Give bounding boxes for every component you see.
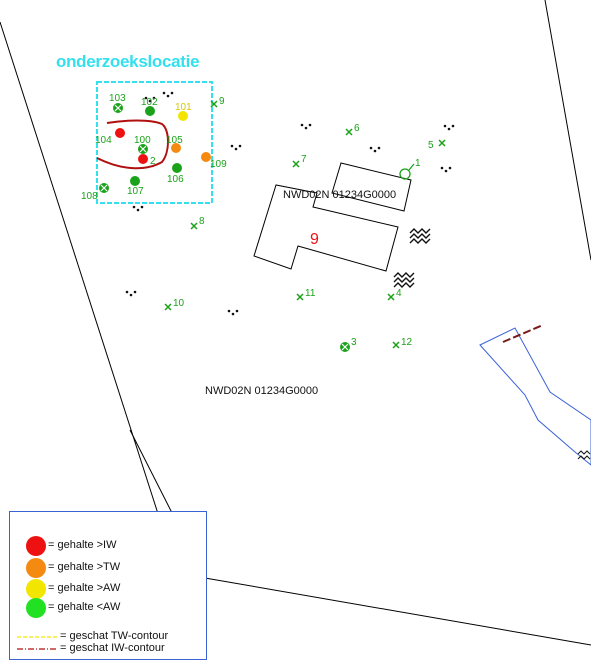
sample-cross-10 (164, 303, 172, 311)
sample-point-107 (130, 176, 140, 186)
point-label: 106 (167, 174, 184, 185)
ditch-line (502, 324, 544, 343)
point-label: 8 (199, 216, 205, 227)
sample-well-103 (113, 103, 123, 113)
point-label: 1 (415, 158, 421, 169)
point-label: 4 (396, 288, 402, 299)
sample-cross-7 (292, 160, 300, 168)
legend-line-red (17, 648, 58, 650)
legend-label: = gehalte <AW (48, 601, 121, 613)
house-number: 9 (310, 231, 319, 248)
point-label: 104 (95, 135, 112, 146)
point-label: 5 (428, 140, 434, 151)
building-annex (331, 162, 412, 212)
tree-symbols (125, 91, 455, 316)
sample-point-105 (171, 143, 181, 153)
legend-item-tw-contour: = geschat TW-contour (15, 630, 200, 643)
legend-line-yellow (17, 636, 58, 638)
point-labels: 103 102 101 9 104 100 105 2 109 106 107 … (81, 93, 434, 348)
sample-crosses (164, 100, 446, 349)
sample-point-104 (115, 128, 125, 138)
point-label: 10 (173, 298, 185, 309)
point-label: 6 (354, 123, 360, 134)
hatch-symbols (393, 228, 591, 460)
legend-label: = gehalte >TW (48, 561, 121, 573)
sample-well-100 (138, 144, 148, 154)
parcel-line-east (544, 0, 591, 261)
parcel-label: NWD02N 01234G0000 (205, 385, 318, 397)
sample-cross-9 (190, 222, 198, 230)
point-label: 101 (175, 102, 192, 113)
point-label: 108 (81, 191, 98, 202)
sample-point-2 (138, 154, 148, 164)
sample-point-106 (172, 163, 182, 173)
sample-cross-8 (210, 100, 218, 108)
point-label: 11 (305, 288, 316, 299)
sample-point-109 (201, 152, 211, 162)
sample-point-101 (178, 111, 188, 121)
sample-cross-11 (296, 293, 304, 301)
sample-wells (99, 103, 415, 352)
point-label: 2 (150, 156, 156, 167)
water-body (479, 327, 591, 466)
sample-well-1 (399, 163, 415, 180)
legend-label: = gehalte >AW (48, 582, 121, 594)
point-label: 102 (141, 97, 158, 108)
parcel-line-south (204, 577, 591, 646)
building-main (253, 184, 399, 272)
legend-dot-orange (26, 558, 46, 578)
point-label: 100 (134, 135, 151, 146)
legend-dot-green (26, 598, 46, 618)
point-label: 7 (301, 154, 307, 165)
point-label: 103 (109, 93, 126, 104)
buildings (253, 162, 412, 272)
point-label: 12 (401, 337, 413, 348)
point-label: 3 (351, 337, 357, 348)
investigation-site-boundary (96, 81, 213, 204)
legend-label: = gehalte >IW (48, 539, 117, 551)
sample-cross-4 (387, 293, 395, 301)
sample-cross-12 (392, 341, 400, 349)
parcel-label: NWD02N 01234G0000 (283, 189, 396, 201)
point-label: 105 (166, 135, 183, 146)
iw-contour-line (96, 119, 169, 170)
point-label: 107 (127, 186, 144, 197)
sample-well-3 (340, 342, 350, 352)
point-label: 109 (210, 159, 227, 170)
legend: = gehalte >IW = gehalte >TW = gehalte >A… (9, 511, 207, 660)
sample-point-102 (145, 106, 155, 116)
sample-well-108 (99, 183, 109, 193)
legend-dot-red (26, 536, 46, 556)
sample-cross-5 (438, 139, 446, 147)
legend-dot-yellow (26, 579, 46, 599)
map-title: onderzoekslocatie (56, 52, 200, 71)
legend-label: = geschat TW-contour (60, 630, 169, 642)
sample-cross-6 (345, 128, 353, 136)
legend-item-iw-contour: = geschat IW-contour (15, 642, 200, 655)
sample-dots (115, 106, 211, 186)
legend-label: = geschat IW-contour (60, 642, 165, 654)
point-label: 9 (219, 96, 225, 107)
